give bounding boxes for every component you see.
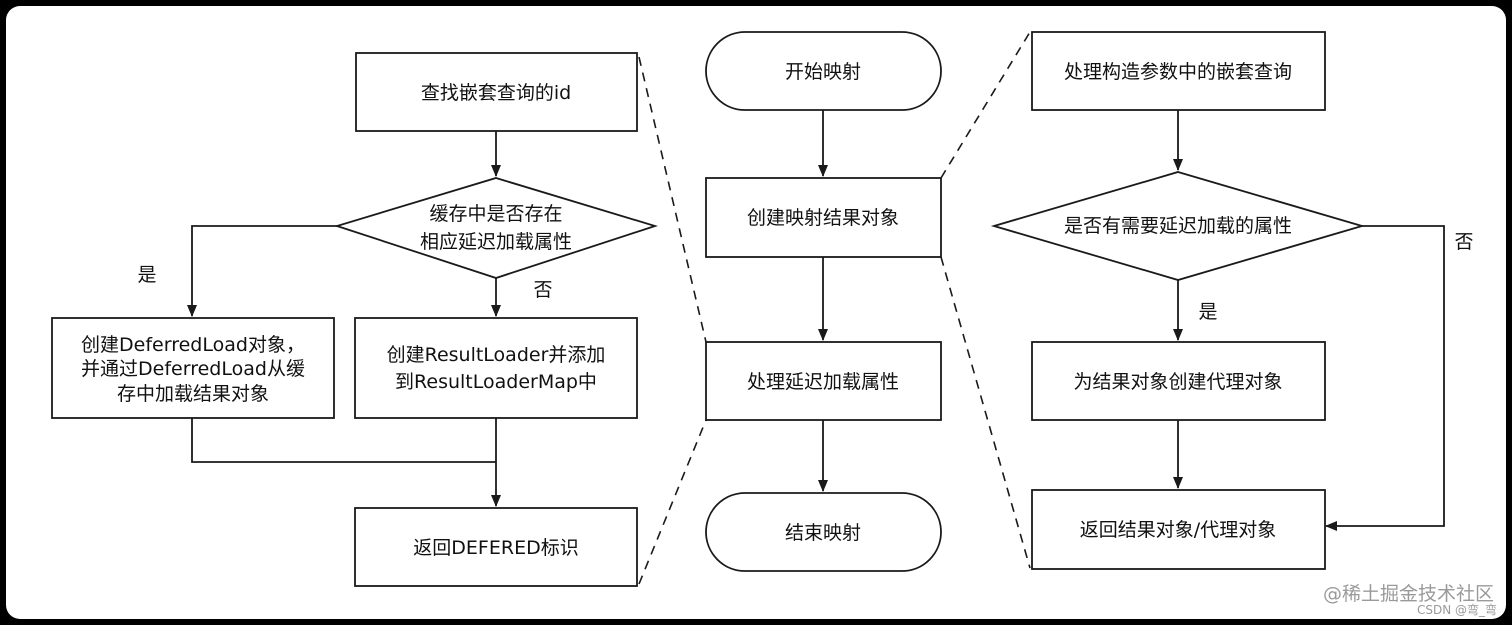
zoom-right-top (940, 31, 1031, 179)
left-flow: 查找嵌套查询的id 缓存中是否存在 相应延迟加载属性 是 否 创建Deferre… (51, 52, 659, 587)
cache-check-label-2: 相应延迟加载属性 (420, 231, 572, 253)
end-terminal (705, 492, 942, 572)
watermark-csdn: CSDN @弯_弯 (1417, 602, 1497, 617)
return-deferred-label: 返回DEFERED标识 (413, 537, 578, 559)
process-lazy-box (705, 341, 942, 421)
need-lazy-yes-label: 是 (1198, 301, 1217, 323)
create-result-label: 创建映射结果对象 (747, 207, 899, 229)
create-result-box (705, 177, 942, 258)
need-lazy-no-label: 否 (1454, 231, 1473, 253)
cache-yes-label: 是 (137, 264, 156, 286)
cache-no-label: 否 (533, 279, 552, 301)
connector-deferred-merge (191, 418, 496, 463)
zoom-left-bottom (638, 419, 707, 585)
result-loader-label-1: 创建ResultLoader并添加 (387, 344, 606, 366)
deferred-load-label-1: 创建DeferredLoad对象， (81, 334, 305, 356)
find-nested-query-id-box (355, 52, 638, 132)
deferred-load-label-3: 存中加载结果对象 (117, 383, 269, 405)
process-ctor-box (1031, 31, 1326, 111)
cache-check-label-1: 缓存中是否存在 (429, 203, 562, 225)
deferred-load-label-2: 并通过DeferredLoad从缓 (81, 358, 305, 380)
diagram-background (6, 6, 1506, 619)
right-flow: 处理构造参数中的嵌套查询 是否有需要延迟加载的属性 是 否 为结果对象创建代理对… (990, 31, 1474, 570)
start-label: 开始映射 (785, 61, 861, 83)
need-lazy-label: 是否有需要延迟加载的属性 (1064, 215, 1292, 237)
return-result-label: 返回结果对象/代理对象 (1080, 519, 1276, 541)
return-deferred-box (354, 507, 638, 587)
zoom-left-top (638, 56, 707, 343)
arrow-need-lazy-no (1325, 225, 1445, 531)
result-loader-label-2: 到ResultLoaderMap中 (395, 371, 597, 393)
create-proxy-box (1031, 341, 1326, 421)
watermark-site: @稀土掘金技术社区 (1323, 583, 1494, 605)
zoom-connectors (638, 31, 1031, 585)
zoom-right-bottom (940, 256, 1031, 569)
end-label: 结束映射 (785, 522, 861, 544)
return-result-box (1031, 489, 1326, 570)
create-proxy-label: 为结果对象创建代理对象 (1073, 371, 1282, 393)
process-ctor-label: 处理构造参数中的嵌套查询 (1064, 61, 1292, 83)
arrow-cache-yes (187, 225, 337, 317)
find-nested-query-id-label: 查找嵌套查询的id (421, 82, 571, 104)
deferred-load-box (51, 317, 335, 419)
middle-flow: 开始映射 创建映射结果对象 处理延迟加载属性 结束映射 (705, 31, 942, 572)
process-lazy-label: 处理延迟加载属性 (747, 371, 899, 393)
result-loader-box (354, 317, 638, 419)
